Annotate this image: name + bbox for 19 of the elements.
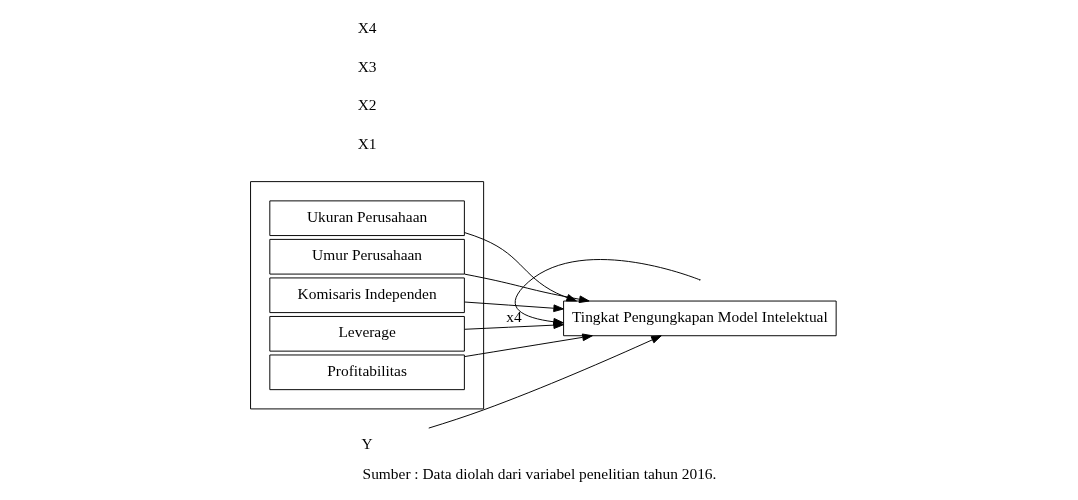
node-text: Y: [361, 435, 373, 453]
caption: Sumber : Data diolah dari variabel penelitian tahun 2016.: [362, 465, 716, 483]
node-box: Ukuran Perusahaan: [268, 200, 465, 237]
node-box: Tingkat Pengungkapan Model Intelektual: [562, 300, 837, 337]
node-box: Profitabilitas: [268, 354, 465, 391]
arrow: [463, 273, 590, 304]
arrow: [463, 333, 593, 358]
arrow: [427, 335, 662, 429]
label: X1: [357, 134, 377, 152]
cluster: [249, 181, 484, 410]
arrow: [463, 232, 577, 302]
arrow: [463, 301, 564, 313]
label: X4: [357, 19, 377, 37]
node-box: Leverage: [268, 315, 465, 352]
node-box: Komisaris Independen: [268, 277, 465, 314]
node-box: Umur Perusahaan: [268, 238, 465, 275]
edge-label: x4: [505, 308, 522, 326]
label: X3: [357, 57, 377, 75]
label: X2: [357, 96, 377, 114]
